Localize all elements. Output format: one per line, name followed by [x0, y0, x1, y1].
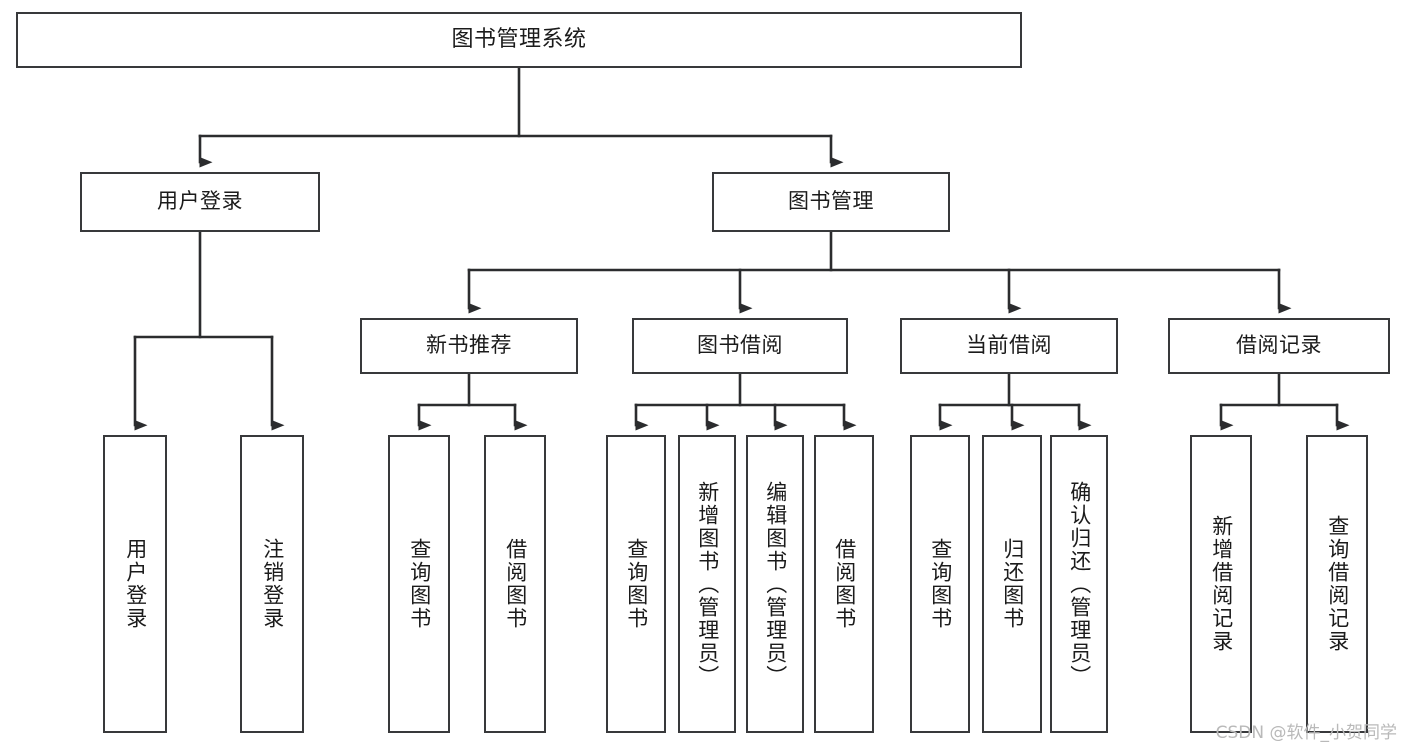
node-book-manage-label: 图书管理: [788, 189, 874, 214]
node-leaf-return-book[interactable]: 归还图书: [982, 435, 1042, 733]
node-leaf-query-book-2[interactable]: 查询图书: [606, 435, 666, 733]
node-leaf-query-book-3[interactable]: 查询图书: [910, 435, 970, 733]
node-leaf-query-book-1-label: 查询图书: [407, 538, 432, 630]
node-leaf-confirm-return[interactable]: 确认归还（管理员）: [1050, 435, 1108, 733]
node-root-label: 图书管理系统: [451, 26, 587, 52]
node-leaf-borrow-book-1-label: 借阅图书: [503, 538, 528, 630]
node-leaf-edit-book-label: 编辑图书（管理员）: [763, 480, 788, 688]
node-leaf-return-book-label: 归还图书: [1000, 538, 1025, 630]
node-leaf-confirm-return-label: 确认归还（管理员）: [1067, 480, 1092, 688]
node-leaf-query-book-1[interactable]: 查询图书: [388, 435, 450, 733]
node-leaf-query-book-2-label: 查询图书: [624, 538, 649, 630]
node-leaf-query-book-3-label: 查询图书: [928, 538, 953, 630]
node-leaf-add-record-label: 新增借阅记录: [1209, 515, 1234, 653]
node-book-manage[interactable]: 图书管理: [712, 172, 950, 232]
node-book-borrow-label: 图书借阅: [697, 333, 783, 358]
node-new-book-recommend[interactable]: 新书推荐: [360, 318, 578, 374]
node-leaf-borrow-book-2[interactable]: 借阅图书: [814, 435, 874, 733]
node-current-borrow-label: 当前借阅: [966, 333, 1052, 358]
node-leaf-query-record-label: 查询借阅记录: [1325, 515, 1350, 653]
node-user-login[interactable]: 用户登录: [80, 172, 320, 232]
node-leaf-logout[interactable]: 注销登录: [240, 435, 304, 733]
node-leaf-add-book-label: 新增图书（管理员）: [695, 480, 720, 688]
node-leaf-borrow-book-1[interactable]: 借阅图书: [484, 435, 546, 733]
csdn-watermark: CSDN @软件_小贺同学: [1215, 723, 1397, 743]
node-leaf-logout-label: 注销登录: [260, 538, 285, 630]
node-leaf-user-login[interactable]: 用户登录: [103, 435, 167, 733]
node-new-book-recommend-label: 新书推荐: [426, 333, 512, 358]
node-leaf-add-book[interactable]: 新增图书（管理员）: [678, 435, 736, 733]
node-borrow-record[interactable]: 借阅记录: [1168, 318, 1390, 374]
node-leaf-borrow-book-2-label: 借阅图书: [832, 538, 857, 630]
node-current-borrow[interactable]: 当前借阅: [900, 318, 1118, 374]
node-book-borrow[interactable]: 图书借阅: [632, 318, 848, 374]
node-leaf-add-record[interactable]: 新增借阅记录: [1190, 435, 1252, 733]
node-user-login-label: 用户登录: [157, 189, 243, 214]
node-leaf-user-login-label: 用户登录: [123, 538, 148, 630]
node-borrow-record-label: 借阅记录: [1236, 333, 1322, 358]
node-root[interactable]: 图书管理系统: [16, 12, 1022, 68]
node-leaf-edit-book[interactable]: 编辑图书（管理员）: [746, 435, 804, 733]
node-leaf-query-record[interactable]: 查询借阅记录: [1306, 435, 1368, 733]
